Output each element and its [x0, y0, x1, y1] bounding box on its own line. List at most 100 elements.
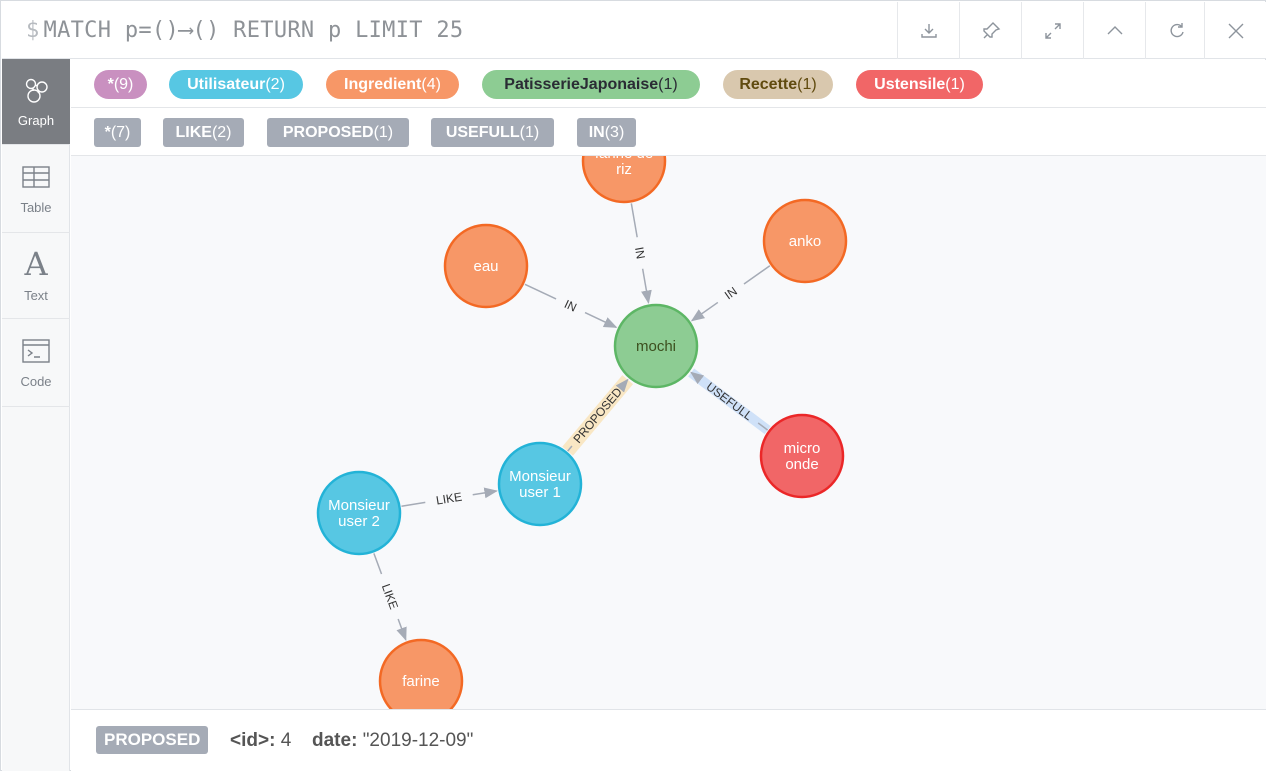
node-label-ingredient[interactable]: Ingredient(4): [326, 70, 459, 99]
inspector-type-tag[interactable]: PROPOSED: [96, 726, 209, 754]
node-farine-de-riz[interactable]: farine deriz: [581, 156, 667, 204]
expand-button[interactable]: [1021, 2, 1083, 59]
table-view-label: Table: [20, 200, 52, 215]
download-button[interactable]: [897, 2, 959, 59]
table-icon: [22, 166, 50, 188]
node-labels-row: *(9) Utilisateur(2) Ingredient(4) Patiss…: [71, 60, 1266, 108]
node-circle: [497, 441, 583, 527]
inspector-prop-date: date: "2019-12-09": [312, 730, 473, 752]
relationship-usefull[interactable]: USEFULL: [688, 368, 771, 435]
rel-type-all[interactable]: *(7): [94, 118, 141, 147]
pill-count: (1): [945, 75, 965, 93]
tag-count: (3): [604, 123, 625, 141]
relationship-arrow: [615, 378, 629, 393]
table-view-tab[interactable]: Table: [2, 145, 70, 233]
tag-count: (1): [373, 123, 394, 141]
relationship-like[interactable]: LIKE: [373, 553, 407, 641]
refresh-icon: [1170, 22, 1184, 37]
graph-canvas[interactable]: IN IN IN USEFULL PROPOSED LIKE LIKE farine deri…: [71, 156, 1266, 709]
tag-count: (7): [110, 123, 131, 141]
pill-name: Utilisateur: [187, 75, 266, 93]
editor-bar: $MATCH p=()⟶() RETURN p LIMIT 25: [2, 2, 1266, 59]
tag-name: IN: [588, 123, 605, 141]
relationship-arrow: [584, 311, 618, 328]
node-label-recette[interactable]: Recette(1): [723, 70, 833, 99]
node-caption: riz: [616, 161, 632, 178]
pill-count: (2): [265, 75, 285, 93]
node-label-utilisateur[interactable]: Utilisateur(2): [169, 70, 303, 99]
node-mochi[interactable]: mochi: [613, 303, 699, 389]
prop-value: 4: [280, 730, 292, 751]
inspector-bar: PROPOSED <id>: 4 date: "2019-12-09": [71, 709, 1266, 771]
pin-icon: [982, 21, 1000, 38]
prompt-symbol: $: [26, 18, 40, 43]
prop-value: "2019-12-09": [362, 730, 474, 751]
rel-type-proposed[interactable]: PROPOSED(1): [267, 118, 409, 147]
node-label-ustensile[interactable]: Ustensile(1): [856, 70, 983, 99]
rel-type-usefull[interactable]: USEFULL(1): [431, 118, 554, 147]
code-view-tab[interactable]: Code: [2, 319, 70, 407]
relationship-in[interactable]: IN: [630, 203, 652, 304]
text-view-tab[interactable]: A Text: [2, 233, 70, 319]
relationship-arrow: [472, 487, 498, 499]
node-circle: [316, 470, 402, 556]
node-label-patisseriejaponaise[interactable]: PatisserieJaponaise(1): [482, 70, 700, 99]
refresh-button[interactable]: [1145, 2, 1207, 59]
relationship-proposed[interactable]: PROPOSED: [562, 375, 634, 456]
tag-name: PROPOSED: [282, 123, 374, 141]
close-button[interactable]: [1204, 2, 1266, 59]
node-caption: Monsieur: [328, 497, 390, 514]
node-farine[interactable]: farine: [378, 638, 464, 709]
relationship-in[interactable]: IN: [690, 265, 771, 322]
relationship-types-row: *(7) LIKE(2) PROPOSED(1) USEFULL(1) IN(3…: [71, 108, 1266, 156]
expand-icon: [1044, 22, 1061, 39]
collapse-button[interactable]: [1083, 2, 1145, 59]
node-caption: farine de: [595, 156, 653, 162]
pill-count: (9): [113, 75, 134, 93]
text-view-label: Text: [24, 288, 48, 303]
node-circle: [581, 156, 667, 204]
relationship-line: [401, 501, 426, 507]
pill-name: Ingredient: [344, 75, 422, 93]
pin-button[interactable]: [959, 2, 1021, 59]
node-caption: onde: [785, 456, 818, 473]
node-circle: [443, 223, 529, 309]
relationship-line: [757, 422, 769, 431]
relationship-line: [743, 265, 771, 285]
relationship-in[interactable]: IN: [524, 283, 618, 328]
graph-view-tab[interactable]: Graph: [2, 59, 70, 145]
node-circle: [759, 413, 845, 499]
pill-name: Recette: [739, 75, 798, 93]
relationship-arrow: [641, 268, 652, 304]
prop-key: date:: [312, 730, 358, 751]
node-circle: [613, 303, 699, 389]
tag-count: (2): [211, 123, 232, 141]
node-caption: micro: [784, 440, 821, 457]
relationship-label: IN: [722, 284, 740, 302]
query-editor[interactable]: $MATCH p=()⟶() RETURN p LIMIT 25: [26, 18, 463, 43]
collapse-icon: [1107, 25, 1122, 34]
pill-count: (1): [658, 75, 678, 93]
node-caption: Monsieur: [509, 468, 571, 485]
graph-icon: [25, 78, 48, 103]
tag-name: *: [104, 123, 111, 141]
tag-name: LIKE: [175, 123, 212, 141]
node-caption: eau: [473, 258, 498, 275]
graph-svg[interactable]: IN IN IN USEFULL PROPOSED LIKE LIKE farine deri…: [71, 156, 1266, 709]
node-caption: user 2: [338, 513, 380, 530]
node-eau[interactable]: eau: [443, 223, 529, 309]
prop-key: <id>:: [230, 730, 276, 751]
relationship-like[interactable]: LIKE: [401, 487, 498, 508]
rel-type-like[interactable]: LIKE(2): [163, 118, 244, 147]
close-icon: [1228, 23, 1243, 38]
node-caption: user 1: [519, 484, 561, 501]
text-icon: A: [24, 245, 48, 283]
node-label-all[interactable]: *(9): [94, 70, 147, 99]
node-anko[interactable]: anko: [762, 198, 848, 284]
relationship-line: [567, 445, 573, 452]
rel-type-in[interactable]: IN(3): [577, 118, 636, 147]
